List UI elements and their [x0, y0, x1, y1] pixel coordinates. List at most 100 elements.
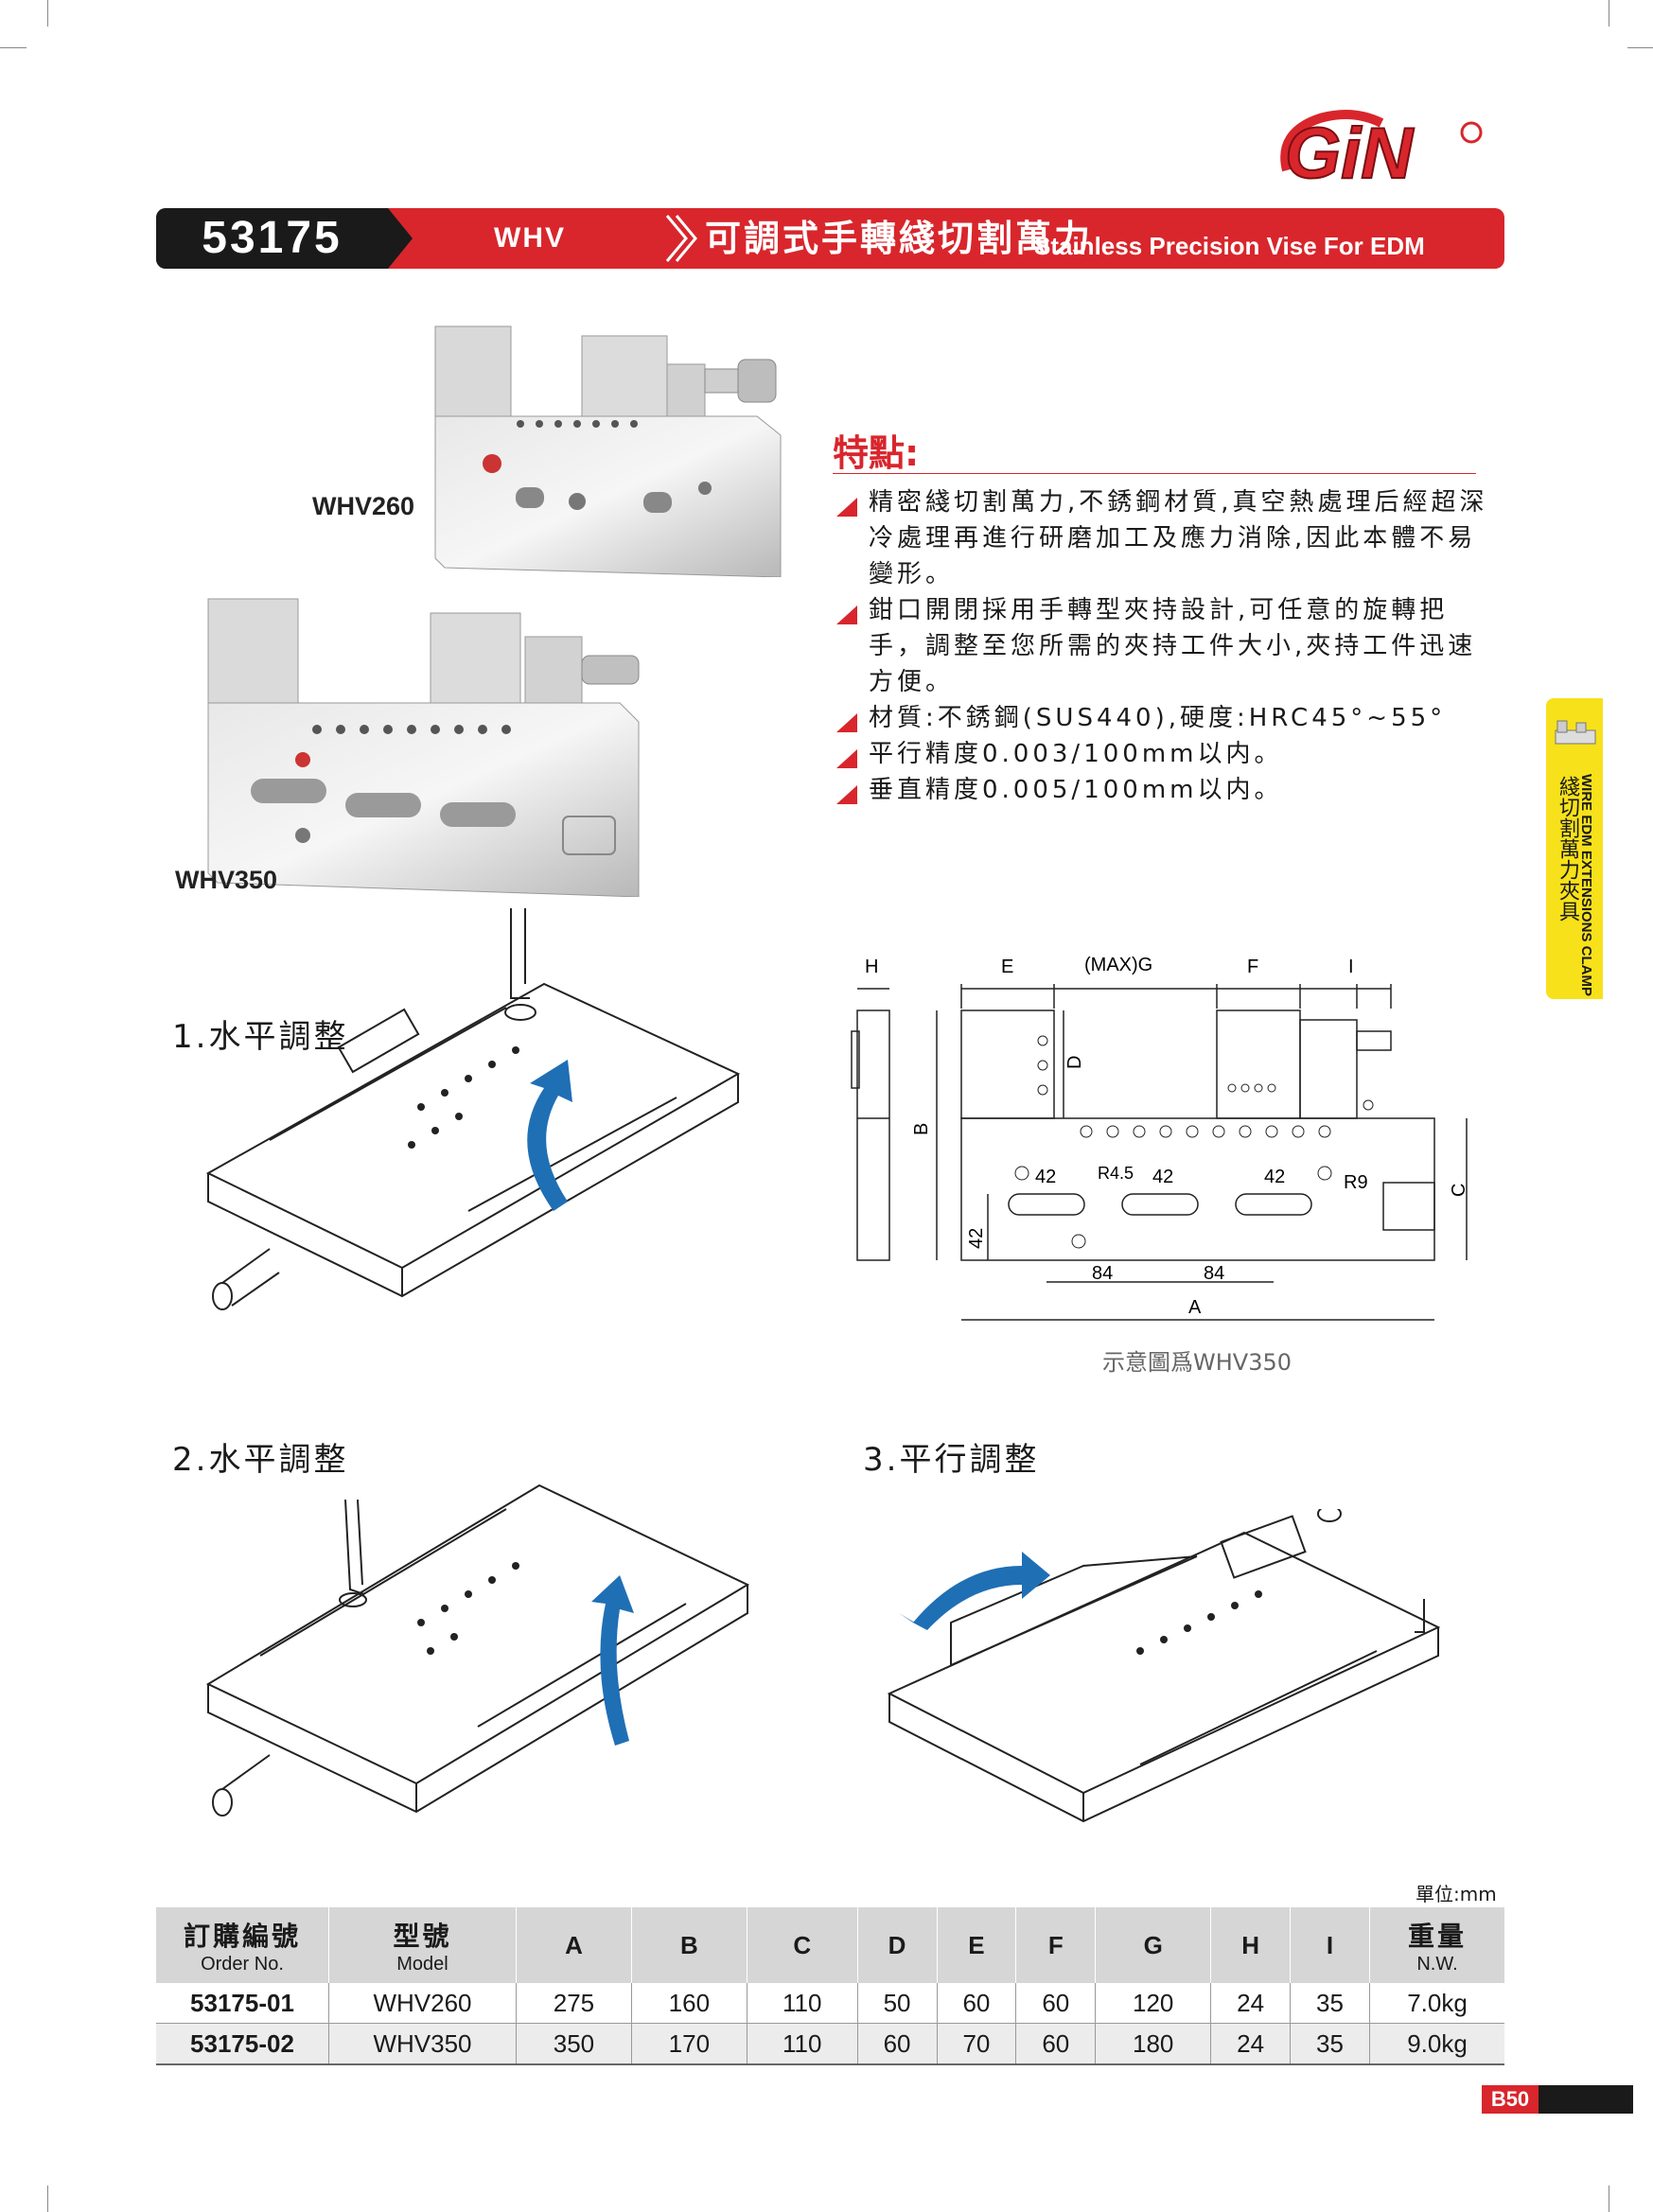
- feature-item: 精密綫切割萬力,不銹鋼材質,真空熱處理后經超深冷處理再進行研磨加工及應力消除,因…: [833, 484, 1495, 592]
- dim-label-42: 42: [1264, 1167, 1285, 1187]
- dim-label-h: H: [865, 957, 878, 977]
- feature-text: 鉗口開閉採用手轉型夾持設計,可任意的旋轉把手，調整至您所需的夾持工件大小,夾持工…: [869, 596, 1477, 696]
- dim-label-g: (MAX)G: [1084, 955, 1152, 975]
- bullet-triangle-icon: [836, 785, 857, 804]
- cell-model: WHV260: [328, 1983, 517, 2024]
- title-en: Stainless Precision Vise For EDM: [1034, 232, 1425, 260]
- product-label: WHV260: [312, 492, 415, 520]
- cell-b: 170: [631, 2023, 747, 2065]
- col-a: A: [516, 1907, 632, 1983]
- cell-a: 275: [516, 1983, 632, 2024]
- cell-a: 350: [516, 2023, 632, 2065]
- crop-mark: [47, 0, 48, 26]
- cell-f: 60: [1015, 1983, 1097, 2024]
- cell-weight: 7.0kg: [1369, 1983, 1504, 2024]
- dim-label-r45: R4.5: [1098, 1164, 1134, 1183]
- step-2-illustration: [205, 1483, 750, 1817]
- code-block: [156, 208, 388, 269]
- dim-label-e: E: [1001, 957, 1013, 977]
- cell-g: 180: [1095, 2023, 1212, 2065]
- cell-h: 24: [1210, 2023, 1292, 2065]
- title-bar: 53175 WHV 可調式手轉綫切割萬力 Stainless Precision…: [156, 208, 1504, 269]
- cell-g: 120: [1095, 1983, 1212, 2024]
- dim-label-84: 84: [1092, 1263, 1113, 1284]
- bullet-triangle-icon: [836, 498, 857, 517]
- dim-label-b: B: [911, 1123, 932, 1135]
- product-label: WHV350: [175, 866, 278, 894]
- cell-order-no: 53175-01: [156, 1983, 329, 2024]
- feature-item: 鉗口開閉採用手轉型夾持設計,可任意的旋轉把手，調整至您所需的夾持工件大小,夾持工…: [833, 592, 1495, 700]
- cell-c: 110: [747, 1983, 858, 2024]
- cell-i: 35: [1290, 2023, 1370, 2065]
- features-divider: [833, 473, 1476, 474]
- feature-item: 平行精度0.003/100mm以内。: [833, 736, 1495, 772]
- cell-model: WHV350: [328, 2023, 517, 2065]
- side-tab-en: WIRE EDM EXTENSIONS CLAMP: [1578, 774, 1594, 997]
- cell-d: 50: [857, 1983, 938, 2024]
- feature-item: 材質:不銹鋼(SUS440),硬度:HRC45°~55°: [833, 700, 1495, 736]
- features-title: 特點:: [833, 432, 920, 474]
- page-number-bar: [1539, 2085, 1633, 2114]
- cell-order-no: 53175-02: [156, 2023, 329, 2065]
- product-photo-whv260: [434, 325, 782, 577]
- vise-thumbnail-icon: [1555, 720, 1596, 745]
- category-side-tab: WIRE EDM EXTENSIONS CLAMP 綫切割萬力夾具: [1546, 698, 1603, 999]
- cell-d: 60: [857, 2023, 938, 2065]
- feature-text: 平行精度0.003/100mm以内。: [869, 740, 1283, 768]
- crop-mark: [47, 2186, 48, 2212]
- product-photo-whv350: [207, 598, 640, 897]
- page-number: B50: [1482, 2085, 1539, 2114]
- col-h: H: [1210, 1907, 1292, 1983]
- dim-label-42: 42: [1035, 1167, 1056, 1187]
- side-tab-cn: 綫切割萬力夾具: [1556, 776, 1579, 922]
- cell-i: 35: [1290, 1983, 1370, 2024]
- dim-label-42: 42: [1152, 1167, 1173, 1187]
- col-f: F: [1015, 1907, 1097, 1983]
- col-i: I: [1290, 1907, 1370, 1983]
- cell-c: 110: [747, 2023, 858, 2065]
- feature-item: 垂直精度0.005/100mm以内。: [833, 772, 1495, 808]
- dim-label-42-vertical: 42: [966, 1228, 987, 1249]
- col-b: B: [631, 1907, 747, 1983]
- col-g: G: [1095, 1907, 1212, 1983]
- chevron-right-icon: [665, 215, 697, 262]
- code-block-arrow: [388, 208, 413, 269]
- cell-h: 24: [1210, 1983, 1292, 2024]
- dim-label-84: 84: [1204, 1263, 1224, 1284]
- cell-weight: 9.0kg: [1369, 2023, 1504, 2065]
- step-1-illustration: [205, 908, 741, 1310]
- col-e: E: [937, 1907, 1017, 1983]
- feature-text: 垂直精度0.005/100mm以内。: [869, 776, 1283, 804]
- dim-label-i: I: [1348, 957, 1354, 977]
- dim-label-d: D: [1064, 1056, 1085, 1069]
- bullet-triangle-icon: [836, 713, 857, 732]
- cell-e: 70: [937, 2023, 1017, 2065]
- series-name: WHV: [494, 222, 566, 254]
- dim-label-a: A: [1188, 1297, 1202, 1318]
- bullet-triangle-icon: [836, 749, 857, 768]
- unit-label: 單位:mm: [1416, 1883, 1497, 1905]
- dim-label-r9: R9: [1344, 1172, 1368, 1193]
- technical-drawing: H E (MAX)G F I D B C A 42 42 42 42 R4.5 …: [851, 955, 1469, 1321]
- step-3-label: 3.平行調整: [863, 1441, 1040, 1479]
- drawing-caption: 示意圖爲WHV350: [1102, 1349, 1293, 1376]
- crop-mark: [1627, 47, 1653, 48]
- table-row: 53175-01 WHV260 275 160 110 50 60 60 120…: [156, 1983, 1504, 2024]
- dim-label-f: F: [1247, 957, 1258, 977]
- step-1-label: 1.水平調整: [172, 1018, 349, 1056]
- cell-e: 60: [937, 1983, 1017, 2024]
- feature-text: 精密綫切割萬力,不銹鋼材質,真空熱處理后經超深冷處理再進行研磨加工及應力消除,因…: [869, 488, 1488, 588]
- product-code: 53175: [202, 213, 343, 263]
- col-c: C: [747, 1907, 858, 1983]
- dim-label-c: C: [1449, 1184, 1469, 1197]
- feature-text: 材質:不銹鋼(SUS440),硬度:HRC45°~55°: [869, 704, 1447, 732]
- brand-logo: GiN: [1280, 110, 1483, 195]
- svg-text:GiN: GiN: [1285, 114, 1415, 194]
- cell-f: 60: [1015, 2023, 1097, 2065]
- step-2-label: 2.水平調整: [172, 1441, 349, 1479]
- table-row: 53175-02 WHV350 350 170 110 60 70 60 180…: [156, 2023, 1504, 2065]
- col-d: D: [857, 1907, 938, 1983]
